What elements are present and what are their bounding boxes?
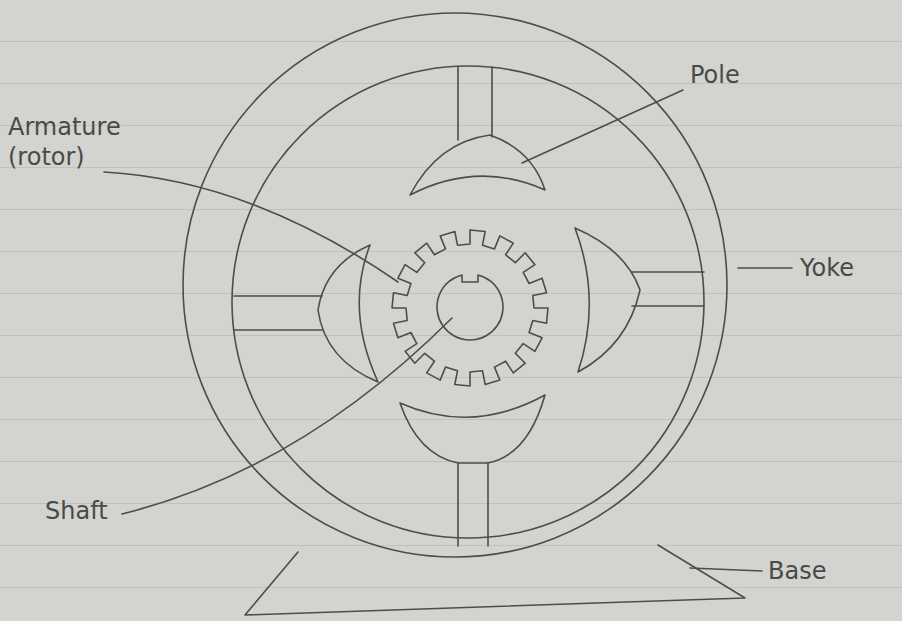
part-label: Armature (rotor) — [8, 112, 158, 172]
pole-stem — [234, 295, 322, 297]
armature-gear — [392, 230, 548, 386]
pole-shoe — [400, 395, 545, 463]
part-label: Yoke — [800, 253, 896, 283]
leader-line — [522, 90, 683, 163]
shaft-circle — [437, 275, 503, 340]
part-label: Pole — [690, 60, 810, 90]
pole-shoe — [318, 245, 378, 382]
leader-line — [690, 568, 762, 571]
pole-stem — [487, 463, 489, 546]
pole-stem — [491, 67, 493, 137]
yoke-outer — [183, 13, 727, 557]
leader-line — [104, 172, 398, 282]
pole-stem — [234, 329, 322, 331]
pole-stem — [632, 305, 704, 307]
pole-stem — [457, 67, 459, 140]
yoke-inner — [232, 66, 704, 538]
base-outline — [245, 545, 745, 615]
leader-line — [738, 267, 792, 269]
pole-stem — [632, 271, 704, 273]
part-label: Base — [768, 556, 878, 586]
pole-shoe — [410, 135, 545, 195]
part-label: Shaft — [45, 496, 165, 526]
pole-stem — [457, 463, 459, 546]
pole-shoe — [575, 228, 640, 372]
leader-line — [122, 318, 452, 514]
